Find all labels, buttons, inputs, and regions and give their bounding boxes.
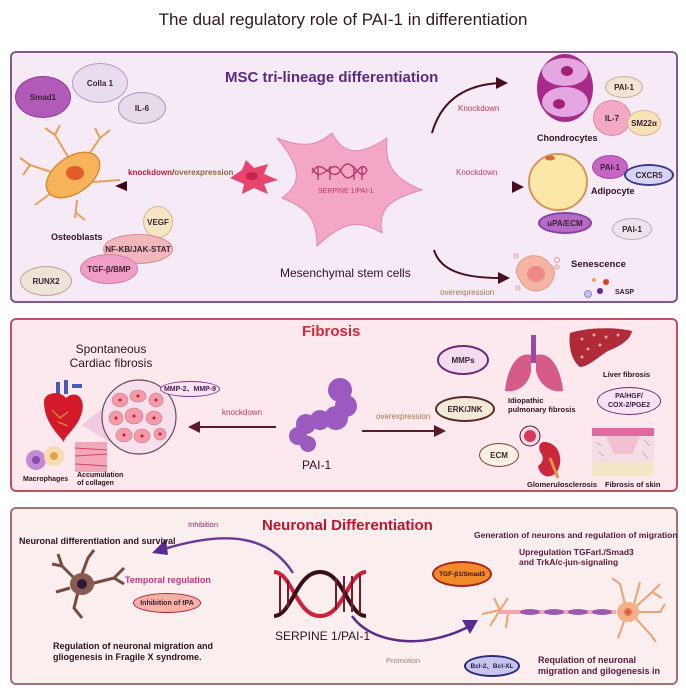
kidney-icon	[519, 425, 561, 479]
arrow-to-adipocyte	[434, 181, 524, 193]
arrow-to-chondrocytes	[431, 77, 508, 134]
factor-smad1: Smad1	[15, 76, 71, 118]
liver-fibrosis-label: Liver fibrosis	[603, 370, 651, 379]
pai1-label: PAI-1	[302, 458, 332, 472]
chondrocytes-label: Chondrocytes	[537, 133, 598, 143]
factor-colla1: Colla 1	[72, 63, 128, 103]
fibrosis-overexpression-label: overexpression	[376, 412, 431, 421]
collagen-icon	[74, 442, 108, 472]
chondro-factor-sm22a: SM22α	[627, 110, 661, 136]
fibrosis-knockdown-label: knockdown	[222, 408, 263, 417]
adipocyte-label: Adipocyte	[591, 186, 635, 196]
pa-hgf-cox2-label: PA/HGF/ COX-2/PGE2	[597, 387, 661, 415]
pa-line1: PA/HGF/	[615, 393, 643, 400]
sasp-label: SASP	[615, 289, 635, 296]
arrow-to-cardiac	[188, 421, 276, 433]
senescence-arrow-label: overexpression	[440, 288, 495, 297]
macrophages-label: Macrophages	[23, 476, 69, 483]
chondrocyte-cell-icon	[537, 54, 593, 122]
arrow-to-organs	[362, 425, 446, 437]
neuronal-right-title: Generation of neurons and regulation of …	[474, 530, 678, 540]
msc-panel-title: MSC tri-lineage differentiation	[225, 69, 439, 86]
separator-text: /	[172, 168, 175, 177]
chondro-factor-il7: IL-7	[593, 100, 631, 136]
cardiac-title-line2: Cardiac fibrosis	[69, 356, 153, 370]
ipf-label: Idiopathic pulmonary fibrosis	[508, 396, 576, 414]
factor-vegf: VEGF	[143, 206, 173, 238]
adipo-factor-pai1-2: PAI-1	[612, 218, 652, 240]
adipo-factor-upa-ecm: uPA/ECM	[538, 212, 592, 234]
right-bottom-line1: Requlation of neuronal	[538, 655, 636, 665]
chondro-arrow-label: Knockdown	[458, 104, 500, 113]
sasp-particles-icon	[584, 278, 609, 298]
promotion-arrow	[350, 615, 478, 643]
ipf-line2: pulmonary fibrosis	[508, 405, 576, 414]
pai1-protein-icon	[289, 378, 357, 452]
chondro-factor-pai1: PAI-1	[605, 76, 643, 98]
inhibition-tpa-label: Inhibition of tPA	[133, 593, 201, 613]
msc-left-arrow-label: knockdown/overexpression	[128, 168, 233, 177]
neuronal-left-title: Neuronal differentiation and survival	[19, 536, 176, 546]
overexpression-text: overexpression	[174, 168, 234, 177]
ipf-line1: Idiopathic	[508, 396, 544, 405]
factor-tgfb-bmp: TGF-β/BMP	[80, 254, 138, 284]
adipocyte-cell-icon	[528, 153, 588, 211]
left-bottom-line1: Regulation of neuronal migration and	[53, 641, 214, 651]
small-msc-cell-icon	[230, 160, 278, 194]
senescence-label: Senescence	[571, 259, 626, 270]
senescent-cell-icon	[513, 253, 560, 292]
inhibition-arrow	[152, 537, 295, 574]
factor-il6: IL-6	[118, 92, 166, 124]
osteoblasts-label: Osteoblasts	[51, 232, 103, 242]
neuron-right-icon	[481, 577, 666, 643]
msc-gene-label: SERPINE 1/PAI-1	[318, 188, 374, 195]
arrow-to-osteoblasts	[115, 181, 233, 191]
lungs-icon	[505, 335, 563, 392]
bcl2-bclxl-label: Bcl-2、Bcl-XL	[464, 655, 520, 677]
tgf-smad3-label: TGF-β1/Smad3	[432, 561, 492, 587]
skin-fibrosis-label: Fibrosis of skin	[605, 480, 661, 489]
arrow-to-senescence	[433, 249, 510, 284]
upreg-line2: and TrkA/c-jun-signaling	[519, 557, 619, 567]
adipo-factor-cxcr5: CXCR5	[624, 164, 674, 186]
pa-line2: COX-2/PGE2	[607, 402, 650, 409]
fibrosis-panel-title: Fibrosis	[302, 323, 361, 340]
msc-center-label: Mesenchymal stem cells	[280, 266, 411, 280]
factor-runx2: RUNX2	[20, 266, 72, 296]
mmps-label: MMPs	[437, 345, 489, 375]
skin-icon	[592, 428, 654, 476]
collagen-line1: Accumulation	[77, 472, 124, 479]
adipo-factor-pai1: PAI-1	[592, 155, 628, 179]
cardiac-tissue-magnified-icon	[101, 379, 177, 455]
erk-jnk-label: ERK/JNK	[435, 396, 495, 422]
neuronal-gene-label: SERPINE 1/PAI-1	[275, 629, 371, 643]
temporal-regulation-label: Temporal regulation	[125, 575, 211, 585]
neuron-left-icon	[51, 549, 126, 619]
figure-title: The dual regulatory role of PAI-1 in dif…	[158, 10, 528, 29]
macrophages-icon	[26, 446, 64, 470]
neuronal-right-bottom: Requlation of neuronal migration and gil…	[538, 655, 660, 677]
dna-helix-icon	[273, 569, 367, 619]
collagen-label: Accumulation of collagen	[77, 472, 123, 488]
mmp2-mmp9-label: MMP-2、MMP-9	[160, 381, 220, 397]
neuronal-panel-title: Neuronal Differentiation	[262, 517, 433, 534]
heart-icon	[44, 380, 83, 442]
cardiac-title-line1: Spontaneous	[75, 342, 147, 356]
cardiac-fibrosis-title: Spontaneous Cardiac fibrosis	[56, 342, 166, 370]
glomerulosclerosis-label: Glomerulosclerosis	[527, 480, 598, 489]
right-bottom-line2: migration and gilogenesis in	[538, 666, 661, 676]
upreg-line1: Upregulation TGFarl./Smad3	[519, 547, 634, 557]
neuronal-left-bottom: Regulation of neuronal migration and gli…	[53, 641, 213, 663]
inhibition-label: Inhibition	[188, 520, 219, 529]
ecm-label: ECM	[479, 443, 519, 467]
liver-icon	[569, 328, 632, 367]
osteoblast-cell-icon	[19, 124, 121, 221]
collagen-line2: of collagen	[77, 480, 114, 487]
mesenchymal-stem-cell-icon	[276, 132, 424, 248]
knockdown-text: knockdown	[128, 168, 173, 177]
upregulation-text: Upregulation TGFarl./Smad3 and TrkA/c-ju…	[519, 547, 634, 567]
left-bottom-line2: gliogenesis in Fragile X syndrome.	[53, 652, 202, 662]
promotion-label: Promotion	[386, 656, 421, 665]
adipo-arrow-label: Knockdown	[456, 168, 498, 177]
